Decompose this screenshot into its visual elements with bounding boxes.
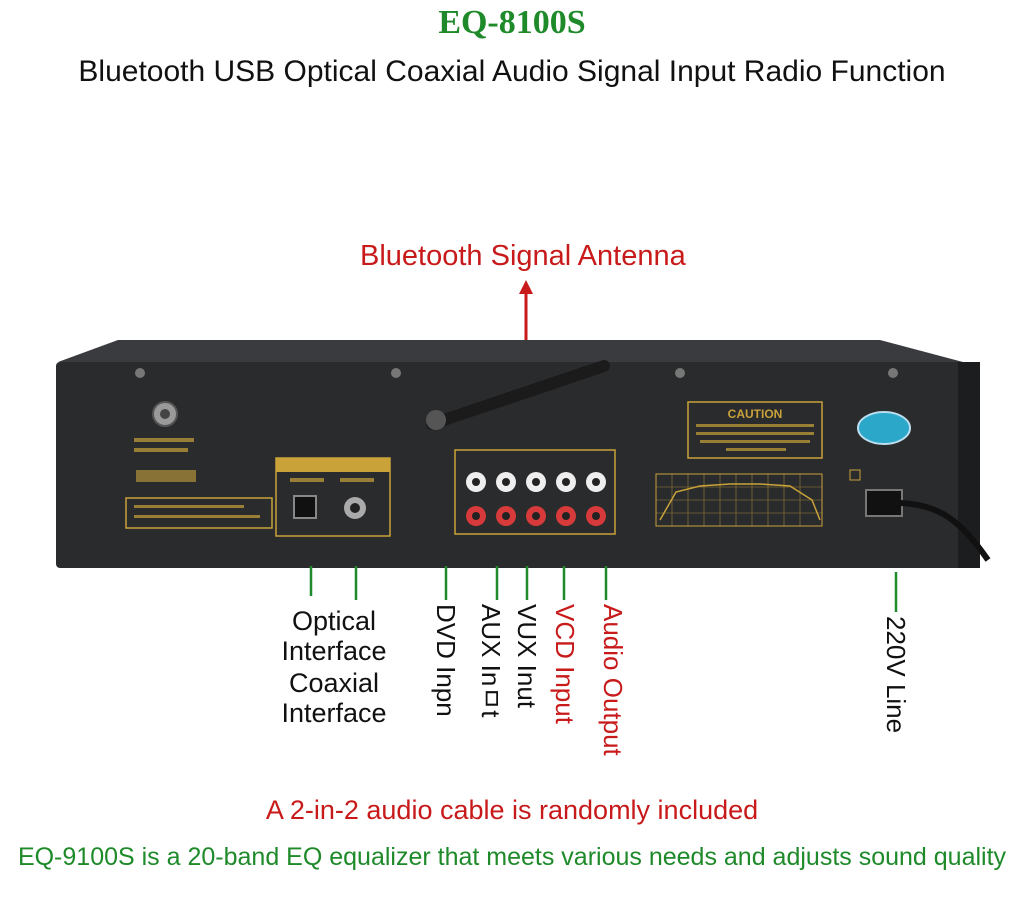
eq-description: EQ-9100S is a 20-band EQ equalizer that … bbox=[17, 843, 1007, 871]
power-inlet bbox=[865, 489, 903, 517]
power-cable bbox=[899, 500, 991, 562]
optical-port bbox=[293, 495, 317, 519]
info-box bbox=[125, 497, 273, 529]
certification-badge bbox=[857, 411, 911, 445]
chassis-rear-panel bbox=[56, 362, 978, 568]
cable-note: A 2-in-2 audio cable is randomly include… bbox=[265, 795, 759, 825]
antenna-callout-label: Bluetooth Signal Antenna bbox=[360, 240, 686, 272]
chassis-top bbox=[58, 340, 978, 366]
caution-box bbox=[687, 401, 823, 459]
product-subtitle: Bluetooth USB Optical Coaxial Audio Sign… bbox=[78, 55, 946, 88]
product-title: EQ-8100S bbox=[438, 4, 586, 41]
vux-input-label: VUX Inut bbox=[512, 604, 542, 709]
antenna-arrow-head bbox=[519, 280, 533, 294]
coaxial-interface-label: Coaxial Interface bbox=[281, 668, 387, 728]
screw bbox=[391, 368, 401, 378]
bluetooth-antenna bbox=[426, 360, 610, 430]
audio-output-label: Audio Output bbox=[598, 604, 628, 756]
screw bbox=[888, 368, 898, 378]
chassis-side bbox=[958, 362, 980, 568]
symbol-row bbox=[136, 470, 196, 482]
screw bbox=[135, 368, 145, 378]
rca-jacks bbox=[466, 472, 606, 526]
antenna-base bbox=[426, 410, 446, 430]
power-line-label: 220V Line bbox=[881, 616, 911, 734]
dvd-input-label: DVD Inpn bbox=[431, 604, 461, 717]
screw bbox=[675, 368, 685, 378]
vcd-input-label: VCD Input bbox=[550, 604, 580, 724]
rca-jack-panel bbox=[454, 449, 616, 535]
caution-label: CAUTION bbox=[728, 407, 783, 421]
optical-interface-label: Optical Interface bbox=[281, 606, 387, 666]
aux-input-label: AUX Inㅁt bbox=[476, 604, 506, 718]
